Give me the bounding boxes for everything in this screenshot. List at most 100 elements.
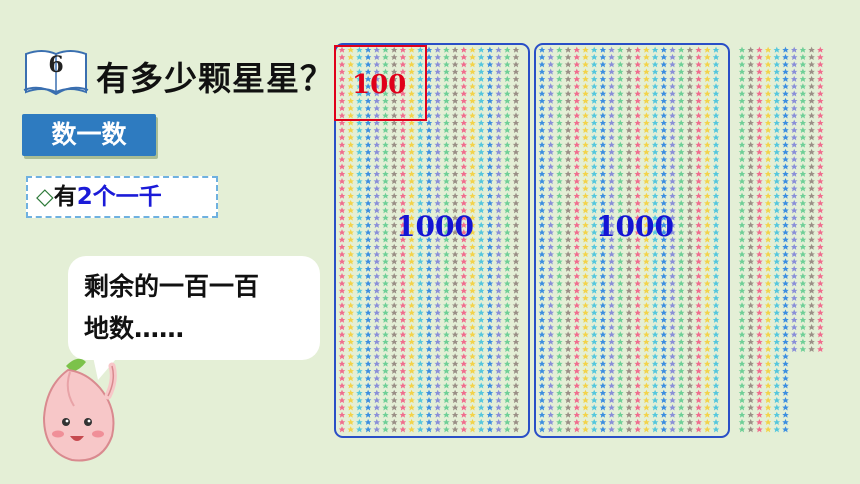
star (547, 229, 554, 236)
star (347, 251, 354, 258)
star (608, 418, 615, 426)
star (382, 397, 389, 404)
star (704, 265, 711, 272)
star (399, 309, 407, 316)
star (425, 148, 433, 155)
star (773, 148, 781, 155)
star (817, 163, 824, 170)
star (443, 148, 450, 155)
star (712, 156, 720, 163)
star (564, 353, 572, 360)
star (364, 207, 372, 214)
star (643, 265, 650, 272)
star (790, 148, 798, 155)
star (564, 324, 572, 331)
star (495, 287, 502, 294)
star (738, 287, 746, 294)
star (747, 411, 754, 418)
star (547, 338, 554, 345)
star (486, 418, 494, 426)
star (469, 309, 476, 316)
star (712, 331, 720, 338)
star (399, 353, 407, 360)
speech-bubble-tail (92, 352, 122, 380)
star (364, 46, 372, 53)
star (634, 309, 641, 316)
star (356, 192, 363, 199)
star (695, 105, 702, 112)
star (564, 148, 572, 155)
star (799, 185, 807, 192)
star (756, 258, 763, 265)
star (651, 148, 659, 155)
star (417, 68, 424, 75)
star (808, 61, 815, 68)
star (556, 404, 563, 411)
star (782, 302, 789, 309)
star (477, 389, 485, 396)
star (356, 199, 363, 207)
star (338, 251, 346, 258)
star (347, 411, 354, 418)
star (434, 163, 441, 170)
star (625, 134, 633, 141)
star (712, 397, 720, 404)
star (660, 126, 668, 134)
star (773, 105, 781, 112)
star (712, 207, 720, 214)
star (782, 404, 789, 411)
star (686, 382, 694, 389)
star (625, 251, 633, 258)
star (434, 126, 441, 134)
star (634, 397, 641, 404)
star (625, 141, 633, 148)
star (669, 375, 676, 382)
star (390, 331, 398, 338)
star (790, 243, 798, 250)
star (399, 367, 407, 374)
star (599, 367, 607, 374)
star (634, 163, 641, 170)
star (747, 163, 754, 170)
star (486, 345, 494, 353)
star (477, 345, 485, 353)
star (477, 148, 485, 155)
star (556, 170, 563, 177)
star (773, 353, 781, 360)
star (704, 353, 711, 360)
star (617, 258, 624, 265)
star (756, 185, 763, 192)
star (808, 68, 815, 75)
star (738, 389, 746, 396)
star (747, 331, 754, 338)
star (547, 192, 554, 199)
star (477, 141, 485, 148)
star (799, 251, 807, 258)
star (495, 324, 502, 331)
star (564, 331, 572, 338)
star (504, 294, 511, 301)
star (556, 324, 563, 331)
star (660, 185, 668, 192)
star (417, 199, 424, 207)
star (686, 411, 694, 418)
star (590, 272, 598, 280)
star (338, 199, 346, 207)
star (782, 126, 789, 134)
star (695, 353, 702, 360)
star (608, 251, 615, 258)
star (338, 75, 346, 82)
star (651, 360, 659, 367)
star (373, 331, 381, 338)
speech-bubble: 剩余的一百一百 地数…… (68, 256, 320, 360)
star (338, 53, 346, 61)
star (495, 97, 502, 104)
star (495, 272, 502, 280)
page-title: 有多少颗星星？ (96, 59, 334, 98)
star (556, 251, 563, 258)
star (390, 302, 398, 309)
star (399, 53, 407, 61)
star (477, 375, 485, 382)
star (469, 302, 476, 309)
star (738, 148, 746, 155)
